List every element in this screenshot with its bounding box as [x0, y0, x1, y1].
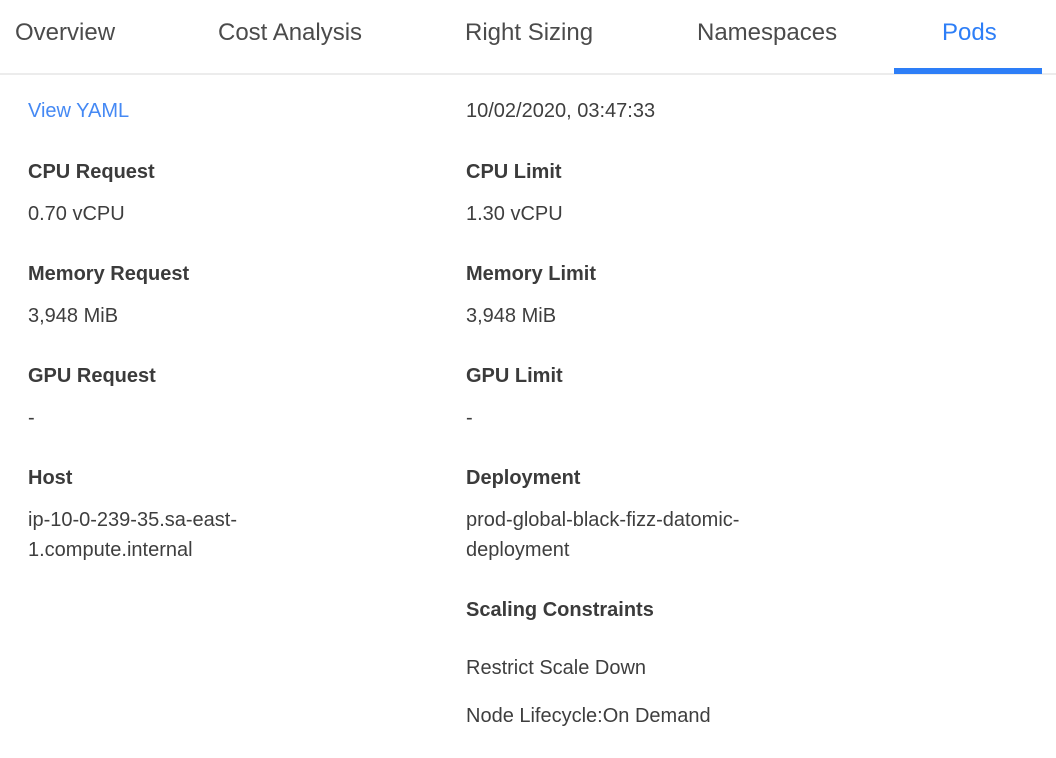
- memory-limit-label: Memory Limit: [466, 263, 597, 285]
- view-yaml-link[interactable]: View YAML: [28, 100, 130, 122]
- tab-overview[interactable]: Overview: [15, 19, 116, 46]
- gpu-request-value: -: [28, 407, 35, 429]
- gpu-limit-value: -: [466, 407, 473, 429]
- scaling-item-restrict-scale-down: Restrict Scale Down: [466, 657, 647, 679]
- host-label: Host: [28, 467, 73, 489]
- scaling-item-node-lifecycle: Node Lifecycle:On Demand: [466, 705, 711, 727]
- field-host: Host ip-10-0-239-35.sa-east-1.compute.in…: [28, 465, 368, 565]
- cpu-request-value: 0.70 vCPU: [28, 203, 125, 225]
- tab-pods[interactable]: Pods: [942, 19, 997, 46]
- deployment-link[interactable]: prod-global-black-fizz-datomic-deploymen…: [466, 509, 740, 561]
- timestamp: 10/02/2020, 03:47:33: [466, 100, 656, 122]
- gpu-limit-label: GPU Limit: [466, 365, 563, 387]
- tab-right-sizing[interactable]: Right Sizing: [465, 19, 594, 46]
- details-right-column: 10/02/2020, 03:47:33 CPU Limit 1.30 vCPU…: [466, 96, 886, 751]
- field-gpu-limit: GPU Limit -: [466, 363, 886, 433]
- memory-request-label: Memory Request: [28, 263, 190, 285]
- memory-request-value: 3,948 MiB: [28, 305, 119, 327]
- scaling-constraints-label: Scaling Constraints: [466, 599, 654, 621]
- cpu-limit-value: 1.30 vCPU: [466, 203, 563, 225]
- field-cpu-limit: CPU Limit 1.30 vCPU: [466, 159, 886, 229]
- field-deployment: Deployment prod-global-black-fizz-datomi…: [466, 465, 886, 565]
- memory-limit-value: 3,948 MiB: [466, 305, 557, 327]
- field-memory-request: Memory Request 3,948 MiB: [28, 261, 368, 331]
- gpu-request-label: GPU Request: [28, 365, 156, 387]
- details-left-column: View YAML CPU Request 0.70 vCPU Memory R…: [28, 96, 368, 597]
- host-link[interactable]: ip-10-0-239-35.sa-east-1.compute.interna…: [28, 509, 237, 561]
- tab-cost-analysis[interactable]: Cost Analysis: [218, 19, 363, 46]
- field-gpu-request: GPU Request -: [28, 363, 368, 433]
- view-yaml-row: View YAML: [28, 96, 368, 126]
- active-tab-indicator: [894, 68, 1042, 74]
- tab-bar: Overview Cost Analysis Right Sizing Name…: [0, 0, 1056, 75]
- deployment-label: Deployment: [466, 467, 581, 489]
- cpu-limit-label: CPU Limit: [466, 161, 562, 183]
- field-memory-limit: Memory Limit 3,948 MiB: [466, 261, 886, 331]
- cpu-request-label: CPU Request: [28, 161, 155, 183]
- field-cpu-request: CPU Request 0.70 vCPU: [28, 159, 368, 229]
- scaling-constraints-section: Scaling Constraints Restrict Scale Down …: [466, 597, 886, 730]
- tab-namespaces[interactable]: Namespaces: [697, 19, 838, 46]
